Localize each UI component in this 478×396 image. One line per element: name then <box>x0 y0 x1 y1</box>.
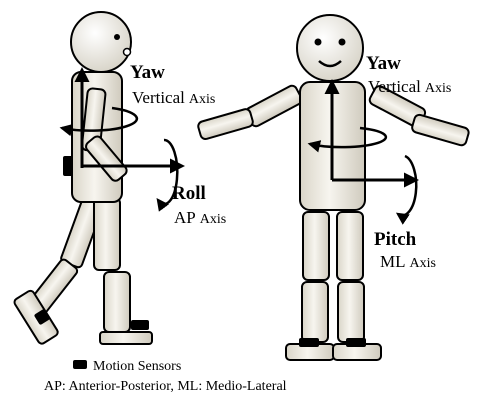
side-yaw-title: Yaw <box>130 62 165 83</box>
motion-sensor-front-foot <box>131 320 149 330</box>
side-roll-title: Roll <box>172 183 206 204</box>
side-roll-axis-name: AP <box>174 208 196 227</box>
side-head <box>71 12 131 72</box>
front-pitch-title: Pitch <box>374 229 417 250</box>
front-pitch-rotation-arrow <box>398 156 416 215</box>
front-yaw-axis-name: Vertical <box>368 77 421 96</box>
motion-sensor-waist <box>63 156 73 176</box>
front-pitch-axis-name: ML <box>380 252 406 271</box>
side-yaw-axis-label: Vertical Axis <box>132 88 215 107</box>
side-back-leg <box>13 195 105 345</box>
front-pitch-axis-label: ML Axis <box>380 252 436 271</box>
motion-sensor-right-foot <box>346 338 366 347</box>
front-legs <box>286 212 381 360</box>
front-yaw-title: Yaw <box>366 53 401 74</box>
front-yaw-axis-label: Vertical Axis <box>368 77 451 96</box>
front-right-eye <box>339 39 346 46</box>
motion-sensor-left-foot <box>299 338 319 347</box>
front-pitch-axis-word: Axis <box>410 256 436 271</box>
side-yaw-axis-word: Axis <box>189 92 215 107</box>
side-nose <box>124 49 131 56</box>
side-eye <box>114 34 120 40</box>
front-yaw-axis-word: Axis <box>425 81 451 96</box>
legend: Motion Sensors <box>73 359 181 374</box>
legend-sensor-label: Motion Sensors <box>93 359 181 374</box>
side-roll-axis-label: AP Axis <box>174 208 226 227</box>
legend-sensor-swatch <box>73 360 87 369</box>
front-head <box>297 15 363 81</box>
side-roll-axis-word: Axis <box>200 212 226 227</box>
side-yaw-axis-name: Vertical <box>132 88 185 107</box>
footnote: AP: Anterior-Posterior, ML: Medio-Latera… <box>44 379 287 394</box>
front-left-eye <box>315 39 322 46</box>
